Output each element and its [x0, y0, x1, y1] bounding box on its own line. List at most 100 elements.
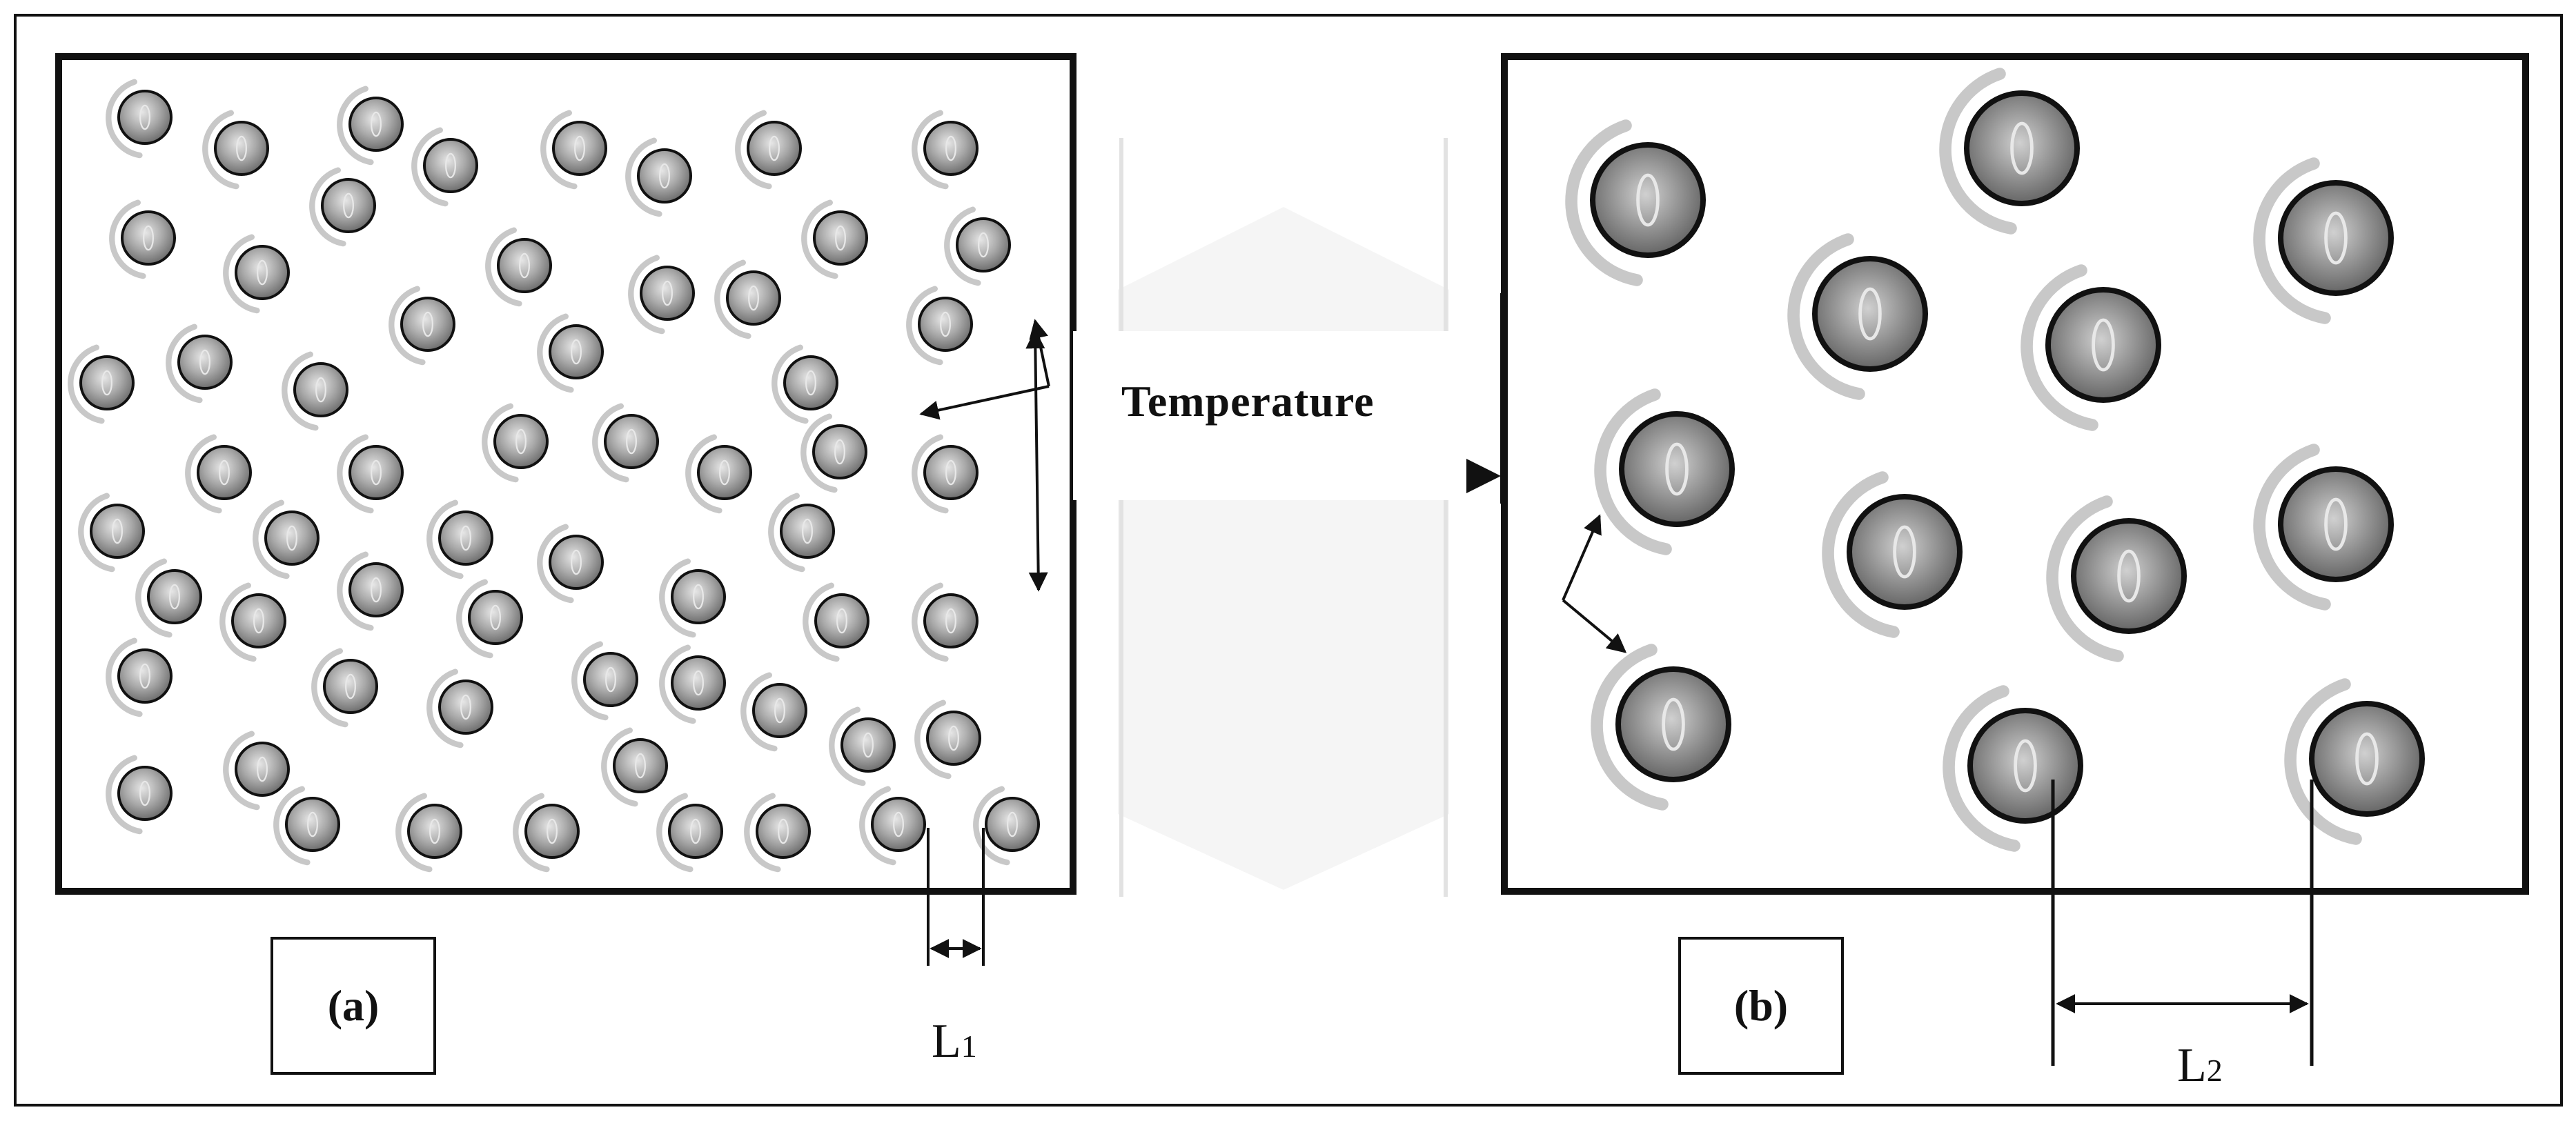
panel-a-particle-halo	[337, 551, 374, 631]
panel-a-particle-halo	[659, 558, 696, 638]
panel-a-particle	[871, 797, 926, 852]
panel-a-particle-highlight	[547, 818, 558, 844]
panel-a-particle-highlight	[693, 584, 704, 610]
panel-a-particle	[493, 414, 549, 469]
temperature-arrow-head	[1466, 459, 1501, 493]
panel-a-particle-highlight	[945, 608, 956, 634]
panel-a-particle	[756, 804, 811, 859]
panel-a-particle-highlight	[169, 584, 180, 610]
l1-label-sub: 1	[961, 1029, 977, 1064]
panel-b-particle-halo	[1565, 119, 1643, 286]
panel-a-particle-halo	[311, 648, 348, 728]
panel-a-particle-highlight	[143, 225, 154, 251]
panel-a-particle	[783, 355, 838, 410]
panel-a-particle-halo	[337, 86, 374, 166]
panel-a-particle-halo	[223, 234, 260, 314]
panel-a-particle-highlight	[945, 459, 956, 486]
panel-a-particle	[813, 210, 868, 266]
panel-a-particle-highlight	[101, 370, 112, 396]
panel-a-particle-highlight	[139, 780, 150, 806]
panel-a-particle-halo	[685, 434, 722, 514]
panel-a-particle-highlight	[945, 135, 956, 161]
panel-a-particle	[923, 593, 979, 648]
panel-a-particle	[637, 148, 692, 204]
l1-label: L1	[932, 1014, 977, 1069]
panel-a-particles	[68, 79, 1040, 873]
panel-b-particle-highlight	[2092, 318, 2115, 372]
panel-a-particle-highlight	[343, 192, 354, 219]
panel-a-particle-halo	[309, 167, 346, 247]
panel-a-particle-highlight	[1007, 811, 1018, 837]
panel-a-particle-highlight	[836, 608, 847, 634]
panel-b-particle-highlight	[1893, 525, 1916, 579]
panel-a-particle	[90, 504, 145, 559]
panel-a-particle-halo	[337, 434, 374, 514]
panel-a-particle-halo	[537, 524, 574, 604]
panel-b-particle-highlight	[1662, 697, 1685, 751]
central-ghost-shape	[1118, 207, 1449, 890]
panel-b-particle-halo	[2253, 157, 2331, 324]
panel-a-particle-halo	[801, 199, 838, 279]
panel-a-particle-highlight	[690, 818, 701, 844]
panel-a-particle-highlight	[863, 732, 874, 758]
panel-a-particle	[923, 121, 979, 176]
panel-a-particle-highlight	[834, 439, 845, 465]
l2-label: L2	[2177, 1038, 2223, 1093]
panel-a-particle	[323, 659, 378, 714]
panel-a-particle-halo	[912, 110, 949, 190]
panel-a-particle	[549, 324, 604, 379]
panel-a-particle-halo	[912, 434, 949, 514]
panel-a-particle-highlight	[748, 285, 759, 311]
panel-a-particle	[423, 138, 478, 193]
panel-a-particle-halo	[485, 227, 522, 307]
panel-a-particle-highlight	[893, 811, 904, 837]
panel-a-particle-halo	[601, 727, 638, 807]
panel-a-particle-halo	[106, 755, 143, 835]
panel-a-particle-halo	[106, 637, 143, 717]
panel-b-particle-halo	[1939, 68, 2017, 235]
panel-a-particle-highlight	[659, 163, 670, 189]
panel-b-particle	[2278, 466, 2394, 582]
panel-a-particle	[400, 297, 455, 352]
panel-a-particle-halo	[513, 793, 550, 873]
panel-a-particle-halo	[973, 786, 1010, 866]
panel-a-particle-halo	[714, 259, 751, 339]
panel-a-particle-halo	[273, 786, 311, 866]
panel-a-particle	[79, 355, 135, 410]
panel-b-particle	[1967, 708, 2083, 824]
panel-a-particle	[923, 445, 979, 500]
panel-b-particle-halo	[2046, 495, 2124, 662]
panel-a-particle	[671, 655, 726, 711]
panel-a-particle	[524, 804, 580, 859]
panel-a-particle-halo	[800, 413, 838, 493]
panel-b-particle-highlight	[2010, 121, 2034, 175]
panel-a-particle-halo	[537, 313, 574, 393]
panel-a-particle-halo	[78, 493, 115, 573]
panel-a-particle	[177, 335, 233, 390]
panel-a-particle-highlight	[769, 135, 780, 161]
panel-b-particle	[1964, 90, 2080, 206]
panel-a-particle	[407, 804, 462, 859]
panel-a-particle-highlight	[693, 670, 704, 696]
temperature-arrow-band	[1073, 331, 1501, 500]
panel-a-particle-halo	[540, 110, 578, 190]
panel-b-particle-halo	[2021, 264, 2098, 431]
panel-b-particle	[1615, 666, 1731, 782]
panel-a-particle-halo	[426, 668, 464, 748]
panel-a-particle	[671, 569, 726, 624]
panel-b-particle-halo	[2253, 444, 2331, 611]
panel-a-particle-halo	[659, 644, 696, 724]
panel-a-particle-highlight	[371, 459, 382, 486]
panel-a-particle	[840, 717, 896, 773]
panel-a-particle-highlight	[571, 339, 582, 365]
panel-b-particle-halo	[1787, 233, 1865, 400]
panel-a-particle	[497, 238, 552, 293]
panel-a-particle-halo	[735, 110, 772, 190]
panel-a-particle-halo	[389, 286, 426, 366]
panel-a-particle	[726, 270, 781, 326]
panel-a-particle-halo	[482, 403, 519, 483]
panel-b-label: (b)	[1678, 937, 1844, 1075]
l1-label-main: L	[932, 1015, 961, 1068]
panel-a-particle	[264, 510, 319, 566]
